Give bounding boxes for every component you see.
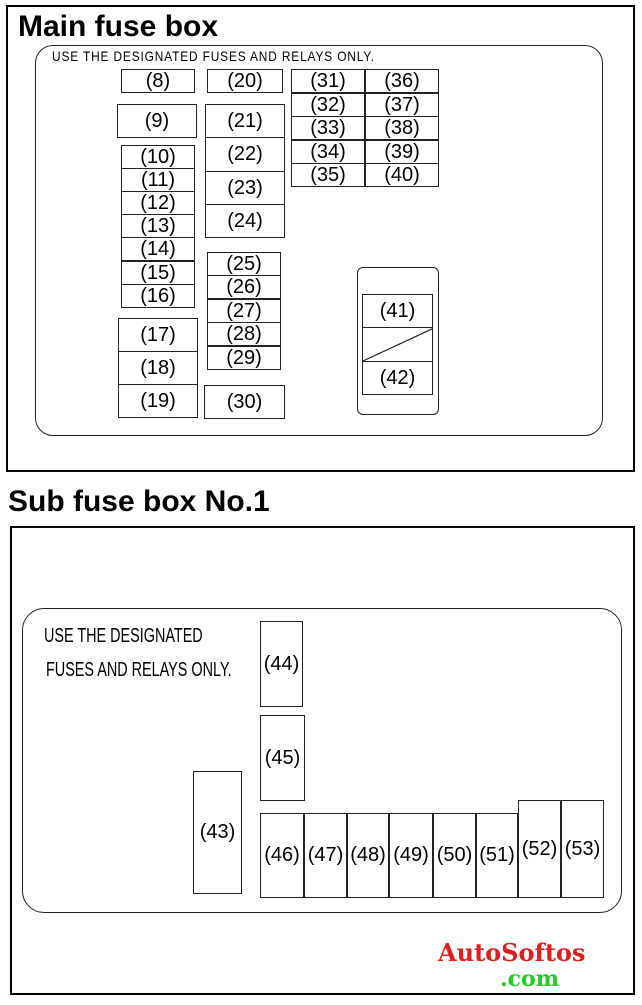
fuse-35: (35) (291, 163, 365, 187)
fuse-11: (11) (121, 168, 195, 192)
fuse-53: (53) (561, 800, 604, 898)
fuse-12: (12) (121, 191, 195, 215)
fuse-13: (13) (121, 214, 195, 238)
sub-note-line2: FUSES AND RELAYS ONLY. (46, 659, 232, 681)
relay-diagonal-line (363, 328, 432, 362)
fuse-46: (46) (260, 813, 304, 898)
fuse-29: (29) (207, 346, 281, 370)
fuse-19: (19) (118, 384, 198, 418)
fuse-50: (50) (433, 813, 476, 898)
fuse-32: (32) (291, 93, 365, 117)
fuse-51: (51) (476, 813, 518, 898)
fuse-9: (9) (117, 104, 197, 138)
fuse-40: (40) (365, 163, 439, 187)
main-fuse-box-title: Main fuse box (16, 10, 221, 44)
fuse-22: (22) (205, 137, 285, 172)
sub-fuse-box-outline (22, 608, 622, 913)
fuse-17: (17) (118, 318, 198, 352)
fuse-16: (16) (121, 284, 195, 308)
fuse-39: (39) (365, 140, 439, 164)
fuse-26: (26) (207, 275, 281, 299)
fuse-15: (15) (121, 261, 195, 285)
relay-41: (41) (362, 294, 433, 328)
fuse-28: (28) (207, 322, 281, 346)
fuse-38: (38) (365, 116, 439, 140)
fuse-33: (33) (291, 116, 365, 140)
main-fuse-box-frame (6, 5, 635, 472)
fuse-24: (24) (205, 204, 285, 238)
fuse-14: (14) (121, 237, 195, 261)
fuse-18: (18) (118, 351, 198, 385)
main-fuse-box-note: USE THE DESIGNATED FUSES AND RELAYS ONLY… (52, 48, 375, 64)
fuse-27: (27) (207, 299, 281, 323)
fuse-23: (23) (205, 171, 285, 205)
relay-holder (357, 267, 439, 415)
relay-42: (42) (362, 361, 433, 395)
sub-note-line1: USE THE DESIGNATED (44, 625, 203, 647)
fuse-20: (20) (207, 69, 283, 93)
fuse-45: (45) (260, 715, 305, 801)
fuse-37: (37) (365, 93, 439, 117)
fuse-52: (52) (518, 800, 561, 898)
fuse-30: (30) (204, 385, 285, 419)
fuse-47: (47) (304, 813, 347, 898)
fuse-10: (10) (121, 145, 195, 169)
watermark-tld: .com (500, 966, 560, 992)
sub-fuse-box-title: Sub fuse box No.1 (6, 485, 272, 519)
fuse-31: (31) (291, 69, 365, 93)
fuse-36: (36) (365, 69, 439, 93)
fuse-25: (25) (207, 252, 281, 276)
fuse-43: (43) (193, 771, 242, 894)
watermark-logo: AutoSoftos (438, 938, 586, 967)
sub-fuse-box-frame (10, 526, 635, 995)
relay-diagonal (362, 327, 433, 362)
fuse-8: (8) (121, 69, 195, 93)
fuse-21: (21) (205, 104, 285, 138)
fuse-48: (48) (347, 813, 389, 898)
fuse-34: (34) (291, 140, 365, 164)
fuse-44: (44) (260, 621, 303, 707)
main-fuse-box-outline (35, 45, 603, 436)
fuse-49: (49) (389, 813, 433, 898)
